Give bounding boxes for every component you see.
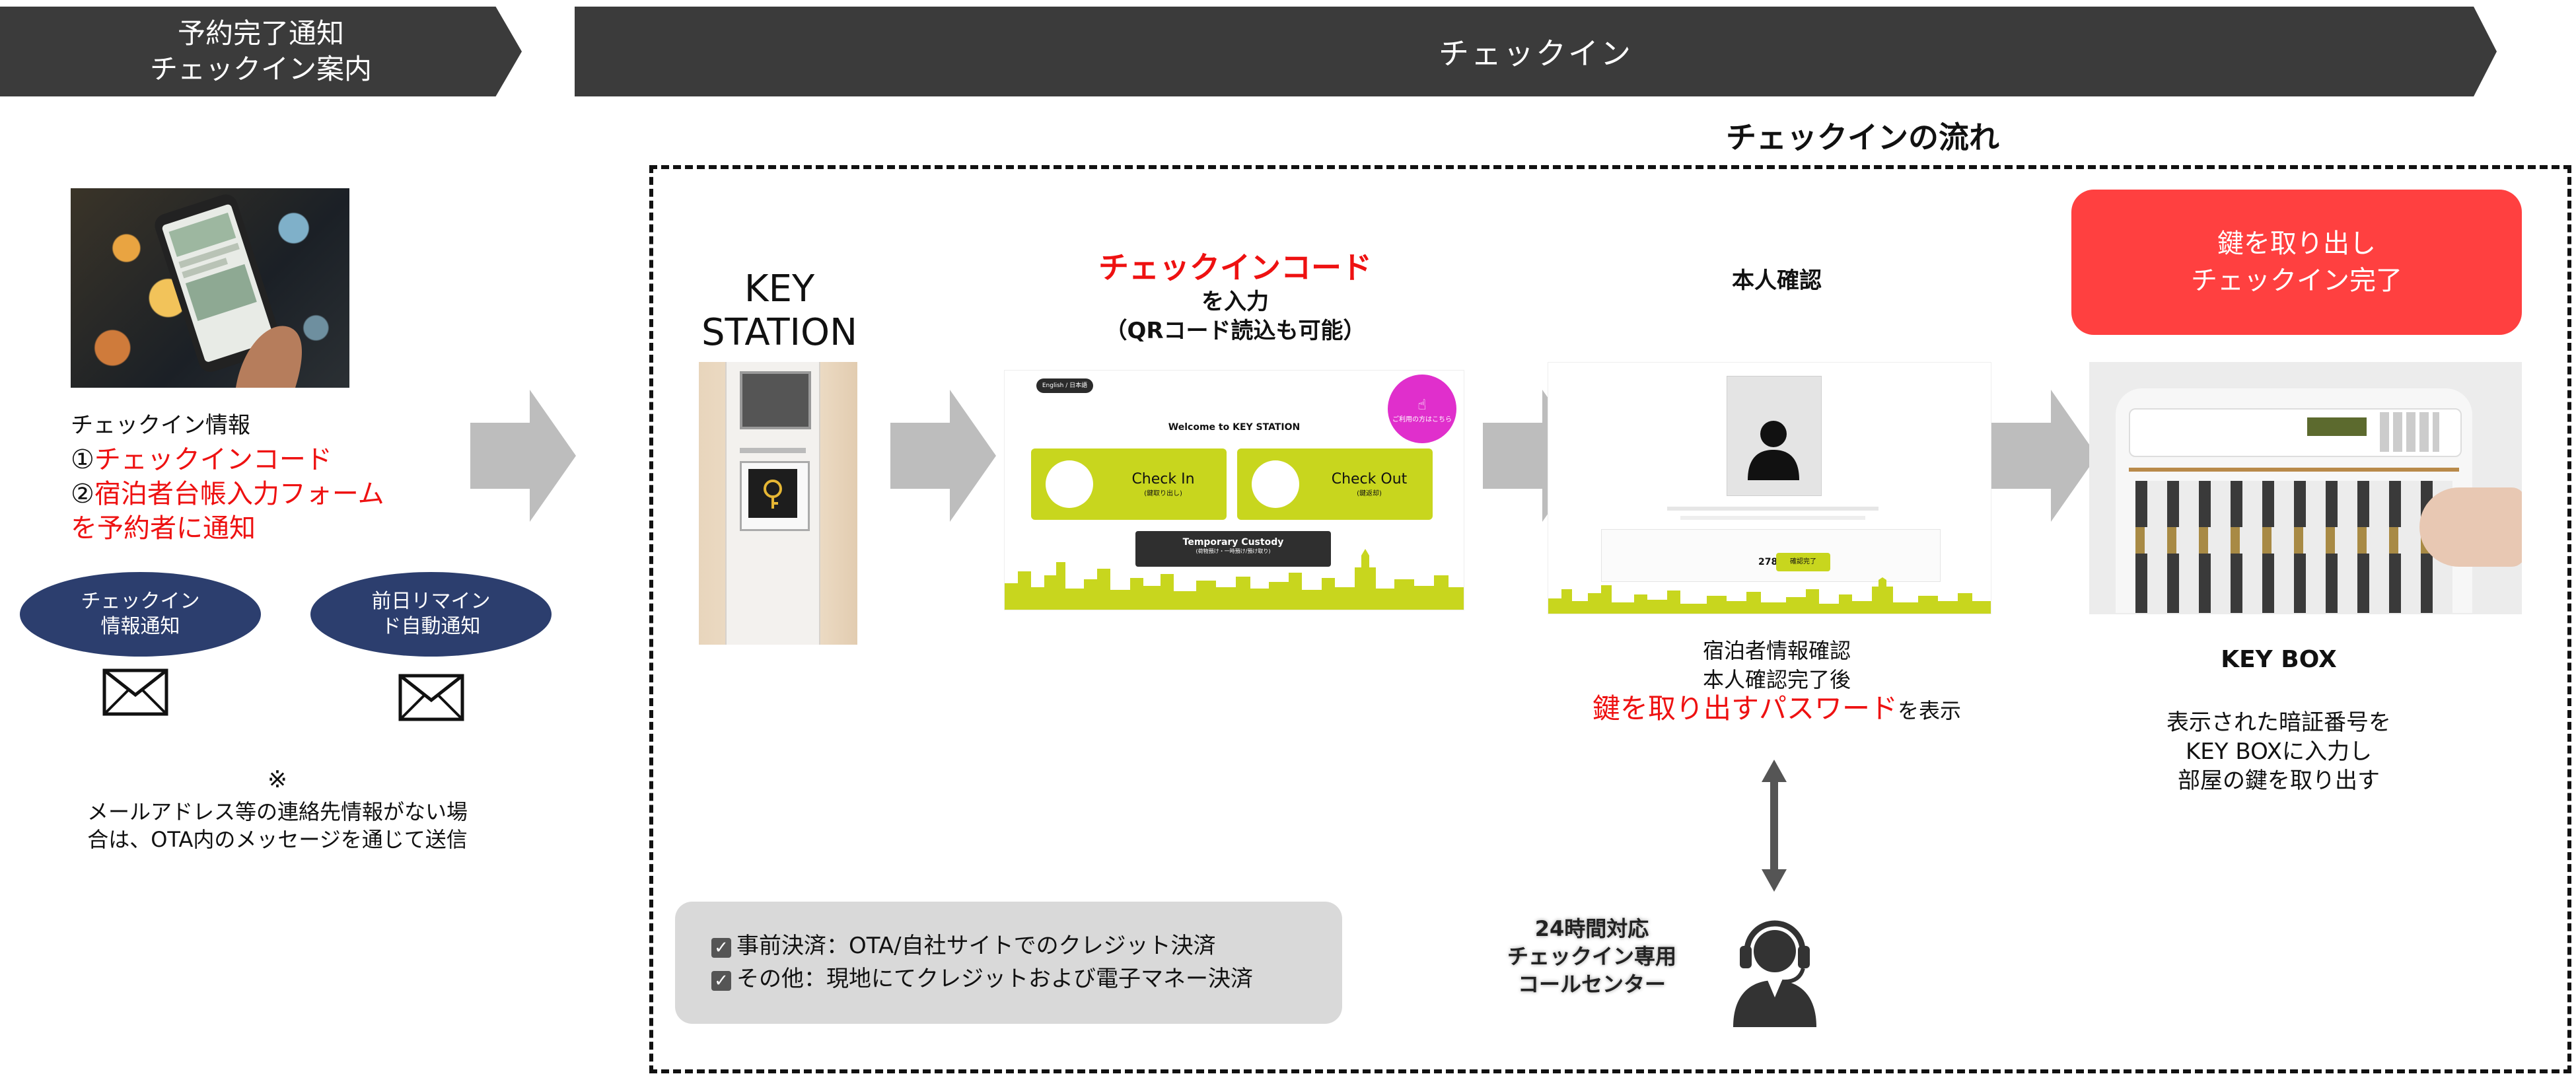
banner-notification-line2: チェックイン案内 (150, 52, 372, 87)
smartphone-photo (71, 188, 349, 388)
checkin-info-item2: ②宿泊者台帳入力フォーム (71, 477, 441, 511)
banner-checkin-label: チェックイン (1439, 30, 1633, 73)
note-text: メールアドレス等の連絡先情報がない場 合は、OTA内のメッセージを通じて送信 (40, 798, 515, 853)
key-box-title: KEY BOX (2147, 646, 2411, 673)
amount-text: 278 (1758, 557, 1777, 567)
checkin-info-item1: ①チェックインコード (71, 443, 441, 477)
payment-prepaid: ✓事前決済：OTA/自社サイトでのクレジット決済 (711, 931, 1216, 960)
key-station-kiosk-image (699, 362, 857, 645)
checkin-info-title: チェックイン情報 (71, 408, 441, 443)
step2-heading: チェックインコード を入力 （QRコード読込も可能） (991, 248, 1480, 345)
checkin-code-title: チェックインコード (991, 248, 1480, 287)
user-silhouette-icon (1740, 414, 1807, 482)
flow-title: チェックインの流れ (1651, 114, 2074, 157)
payment-onsite: ✓その他：現地にてクレジットおよび電子マネー決済 (711, 964, 1253, 993)
checkin-info-item3: を予約者に通知 (71, 511, 441, 546)
identity-check-title: 本人確認 (1651, 262, 1902, 295)
hand-icon: ☝ (1388, 397, 1456, 413)
checkin-info: チェックイン情報 ①チェックインコード ②宿泊者台帳入力フォーム を予約者に通知 (71, 408, 441, 546)
arrow-right-icon (890, 390, 996, 522)
double-arrow-vertical-icon (1760, 760, 1788, 892)
envelope-icon (102, 668, 168, 716)
key-box-description: 表示された暗証番号を KEY BOXに入力し 部屋の鍵を取り出す (2114, 708, 2444, 795)
checkbox-checked-icon: ✓ (711, 971, 731, 991)
key-station-title: KEY STATION (680, 268, 878, 355)
city-skyline (1005, 549, 1464, 610)
help-pill: ☝ ご利用の方はこちら (1388, 375, 1456, 443)
banner-checkin: チェックイン (575, 7, 2497, 96)
password-label: 鍵を取り出すパスワード (1592, 692, 1898, 725)
oval-reminder-notice: 前日リマインド自動通知 (310, 572, 552, 657)
call-center-label: 24時間対応 チェックイン専用 コールセンター (1440, 915, 1744, 998)
arrow-right-icon (1991, 390, 2097, 522)
envelope-icon (398, 674, 464, 721)
city-skyline (1548, 577, 1991, 614)
language-pill: English / 日本語 (1036, 378, 1093, 393)
payment-notes: ✓事前決済：OTA/自社サイトでのクレジット決済 ✓その他：現地にてクレジットお… (675, 902, 1342, 1024)
checkin-complete-badge: 鍵を取り出し チェックイン完了 (2071, 190, 2522, 335)
headset-operator-icon (1725, 912, 1824, 1027)
checkin-code-label: チェックインコード (94, 445, 332, 475)
identity-description: 宿泊者情報確認 本人確認完了後 鍵を取り出すパスワードを表示 (1539, 636, 2015, 725)
welcome-text: Welcome to KEY STATION (1005, 422, 1464, 433)
identity-screen: 278 確認完了 (1548, 362, 1991, 614)
banner-notification: 予約完了通知 チェックイン案内 (0, 7, 522, 96)
key-logo-icon (748, 469, 797, 518)
note-mark: ※ (251, 766, 304, 793)
checkbox-checked-icon: ✓ (711, 938, 731, 958)
confirm-screen-button[interactable]: 確認完了 (1776, 553, 1830, 571)
checkin-screen-button[interactable]: Check In (鍵取り出し) (1031, 448, 1227, 520)
banner-notification-line1: 予約完了通知 (150, 16, 372, 52)
arrow-right-icon (470, 390, 576, 522)
oval-checkin-notice: チェックイン情報通知 (20, 572, 261, 657)
key-station-screen: English / 日本語 ☝ ご利用の方はこちら Welcome to KEY… (1004, 370, 1464, 610)
guest-register-form-label: 宿泊者台帳入力フォーム (94, 479, 384, 509)
checkout-screen-button[interactable]: Check Out (鍵返却) (1237, 448, 1433, 520)
key-box-image (2089, 362, 2522, 614)
